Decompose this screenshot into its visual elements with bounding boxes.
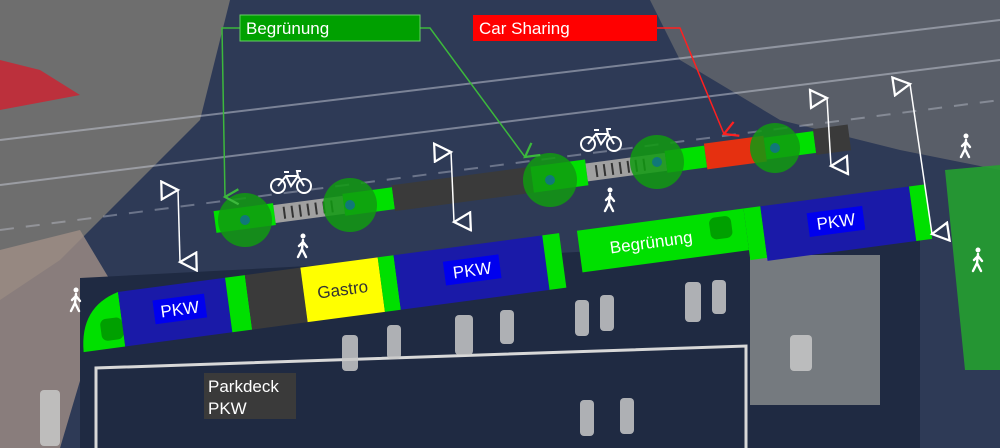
trees [218, 123, 800, 247]
double-arrow-icon [827, 98, 831, 166]
svg-text:Parkdeck: Parkdeck [208, 377, 279, 396]
tree-icon [218, 193, 272, 247]
pedestrian-icon [959, 133, 972, 159]
car-sharing-callout: Car Sharing [473, 15, 740, 137]
gastro-zone [300, 257, 385, 323]
bicycle-icon [270, 170, 312, 194]
double-arrow-icon [178, 190, 180, 262]
pkw-left-label: PKW [159, 297, 200, 321]
pedestrian-icon [971, 247, 984, 273]
car-sharing-callout-label: Car Sharing [479, 19, 570, 38]
pkw-label-box [442, 254, 502, 286]
bicycle-icon [580, 128, 622, 152]
lower-strip: PKW Gastro PKW Begrünung PKW [83, 184, 933, 353]
width-arrows [178, 84, 932, 262]
greening-callout: Begrünung [221, 14, 541, 206]
double-arrow-icon [451, 152, 454, 222]
pkw-right-label: PKW [816, 210, 857, 234]
tree-icon [630, 135, 684, 189]
greening-callout-label: Begrünung [246, 19, 329, 38]
pkw-label-box [806, 205, 866, 238]
double-arrow-icon [910, 84, 932, 234]
tree-icon [523, 153, 577, 207]
parking-deck-label: Parkdeck PKW [204, 373, 296, 419]
pkw-middle-label: PKW [452, 258, 493, 282]
greening-zone [576, 208, 750, 273]
pedestrian-icon [69, 287, 82, 313]
pedestrian-icon [296, 233, 309, 259]
green-area-right [945, 165, 1000, 370]
tree-icon [323, 178, 377, 232]
pkw-label-box [152, 293, 208, 325]
pedestrian-icon [603, 187, 616, 213]
tree-icon [750, 123, 800, 173]
svg-text:PKW: PKW [208, 399, 247, 418]
parked-cars [40, 280, 812, 446]
